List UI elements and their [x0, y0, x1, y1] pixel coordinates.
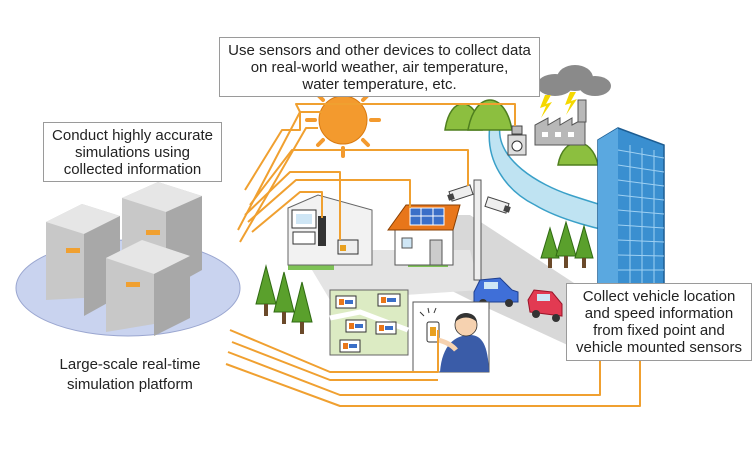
storm-cloud-icon	[537, 65, 611, 118]
simulation-callout-line2: simulations using	[74, 144, 191, 161]
trees-right	[540, 220, 594, 268]
simulation-callout-line1: Conduct highly accurate	[52, 127, 213, 144]
connection-appliance-2	[251, 191, 323, 233]
red-car-icon	[527, 289, 563, 322]
connection-vehicle	[227, 351, 601, 396]
skyscraper-icon	[597, 127, 665, 291]
connection-map-2	[231, 341, 438, 381]
map-board-icon	[329, 289, 409, 356]
trees-left	[255, 264, 313, 334]
vehicle-data-callout: Collect vehicle location and speed infor…	[566, 283, 752, 361]
camera-icon	[447, 184, 474, 202]
connection-sun-2	[239, 127, 318, 243]
platform-caption-line1: Large-scale real-time	[59, 356, 201, 373]
simulation-callout-line3: collected information	[63, 161, 202, 178]
vehicle-callout-line2: and speed information	[584, 305, 734, 322]
sensor-data-callout: Use sensors and other devices to collect…	[219, 37, 540, 97]
connection-map	[229, 329, 439, 373]
sensor-callout-line2: on real-world weather, air temperature,	[250, 59, 509, 76]
connection-solar-house	[247, 179, 411, 223]
data-connections	[225, 103, 641, 407]
solar-house-icon	[387, 204, 461, 267]
simulation-callout: Conduct highly accurate simulations usin…	[43, 122, 222, 182]
vehicle-callout-line1: Collect vehicle location	[582, 288, 736, 305]
vehicle-callout-line3: from fixed point and	[593, 322, 725, 339]
sensor-callout-line1: Use sensors and other devices to collect…	[228, 42, 531, 59]
appliance-house-icon	[287, 194, 373, 270]
connection-water-sensor	[244, 103, 516, 191]
camera-icon-2	[484, 196, 511, 214]
connection-appliance-house	[244, 171, 341, 240]
hill-right	[557, 141, 599, 166]
hill-middle	[467, 99, 513, 131]
blue-car-icon	[473, 277, 519, 307]
sensor-callout-line3: water temperature, etc.	[302, 76, 457, 93]
connection-camera	[249, 149, 469, 206]
platform-caption-line2: simulation platform	[67, 376, 193, 393]
platform-caption: Large-scale real-time simulation platfor…	[30, 355, 230, 395]
camera-pole-icon	[447, 179, 511, 281]
server-platform-icon	[15, 182, 241, 337]
smartphone-user-icon	[412, 301, 490, 373]
water-sensor-icon	[507, 125, 527, 156]
connection-vehicle-2	[225, 360, 641, 407]
vehicle-callout-line4: vehicle mounted sensors	[576, 339, 742, 356]
factory-icon	[534, 99, 587, 146]
server-icon-front	[106, 240, 190, 336]
